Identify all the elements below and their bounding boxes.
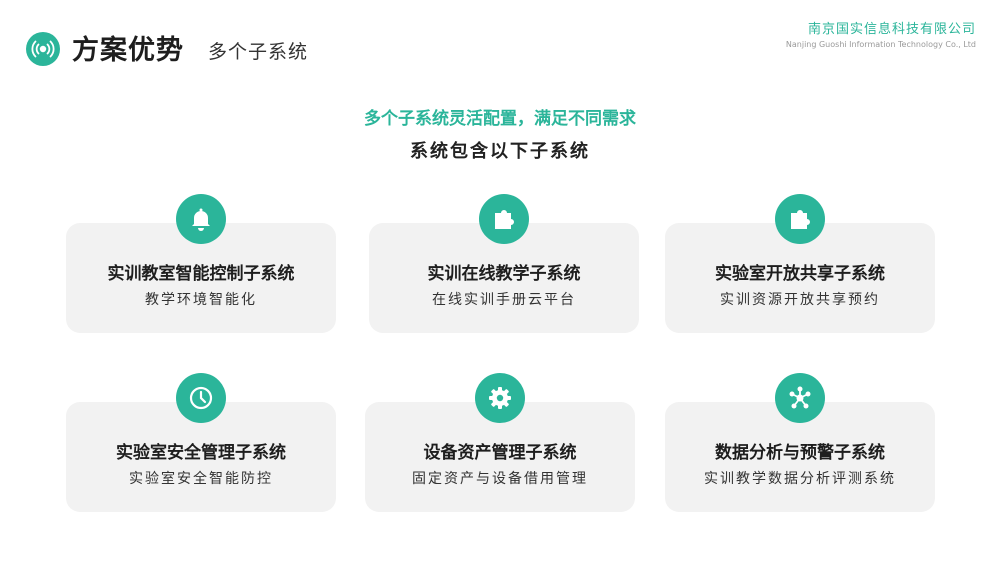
card-title: 设备资产管理子系统 [423,443,577,463]
card-desc: 实验室安全智能防控 [129,471,273,487]
page-title: 方案优势 [72,35,184,66]
card-desc: 教学环境智能化 [145,292,257,308]
subsystem-card: 实训在线教学子系统 在线实训手册云平台 [369,223,639,333]
puzzle-icon [775,194,825,244]
company-name-en: Nanjing Guoshi Information Technology Co… [785,40,976,49]
card-desc: 在线实训手册云平台 [432,292,576,308]
clock-icon [176,373,226,423]
card-title: 实训在线教学子系统 [427,264,581,284]
card-title: 数据分析与预警子系统 [715,443,885,463]
broadcast-icon [26,32,60,66]
page-subtitle: 多个子系统 [208,41,309,63]
subsystem-card: 设备资产管理子系统 固定资产与设备借用管理 [365,402,635,512]
card-desc: 固定资产与设备借用管理 [412,471,588,487]
network-icon [775,373,825,423]
company-name-cn: 南京国实信息科技有限公司 [807,22,976,37]
puzzle-icon [479,194,529,244]
card-title: 实验室开放共享子系统 [715,264,885,284]
card-title: 实验室安全管理子系统 [116,443,286,463]
card-title: 实训教室智能控制子系统 [107,264,295,284]
card-desc: 实训资源开放共享预约 [720,292,880,308]
card-desc: 实训教学数据分析评测系统 [704,471,896,487]
subline: 系统包含以下子系统 [410,141,590,162]
headline: 多个子系统灵活配置，满足不同需求 [364,109,636,129]
company-block: 南京国实信息科技有限公司 Nanjing Guoshi Information … [676,18,976,49]
bell-icon [176,194,226,244]
gear-icon [475,373,525,423]
